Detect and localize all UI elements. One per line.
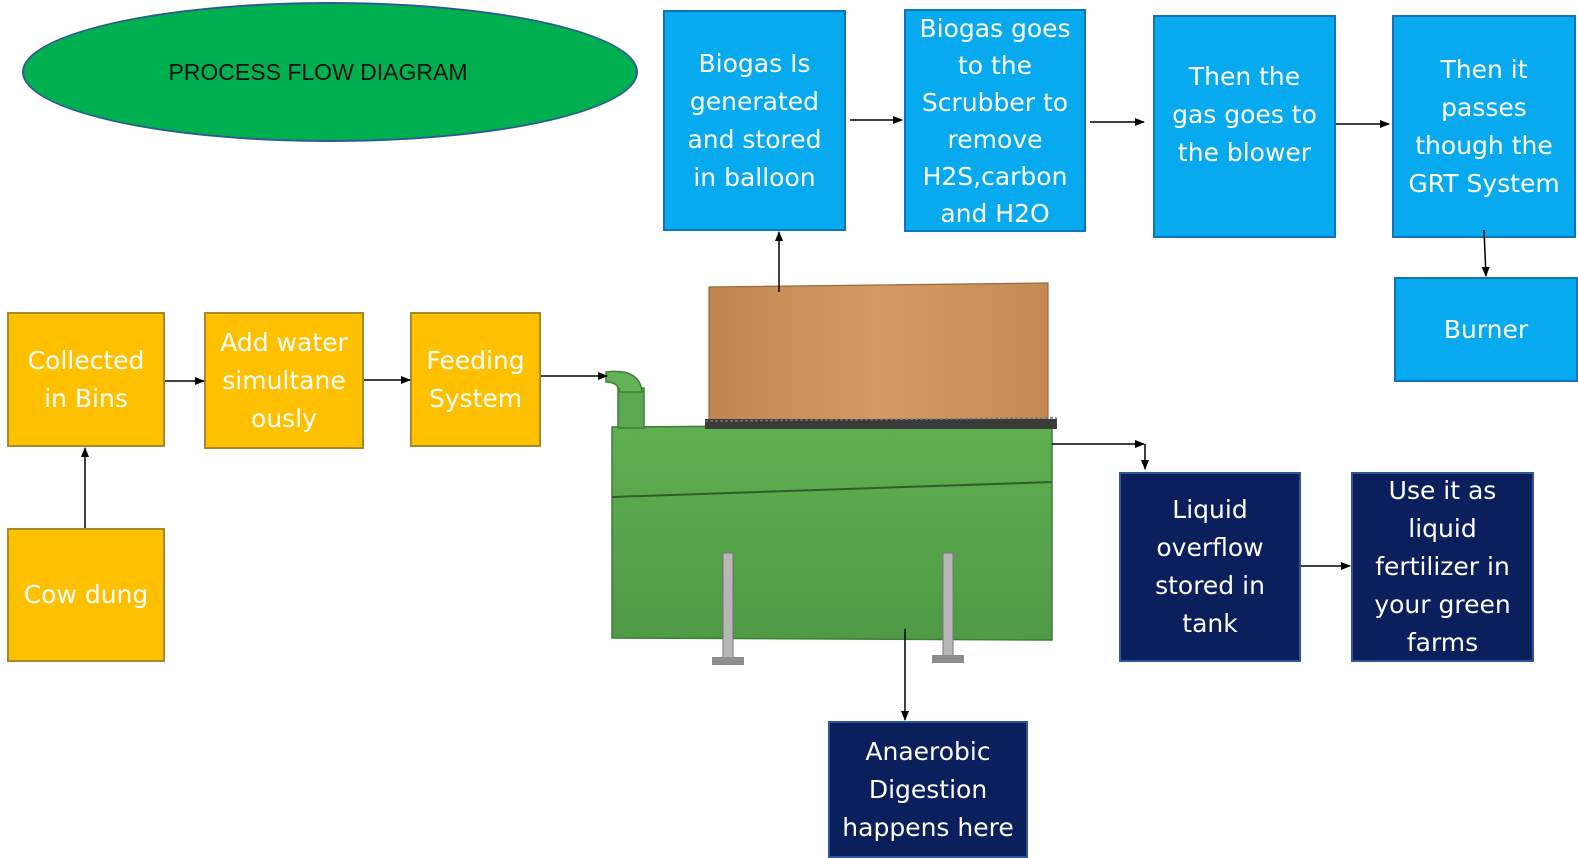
node-grt-system: Then it passes though the GRT System xyxy=(1392,15,1576,238)
node-blower: Then the gas goes to the blower xyxy=(1153,15,1336,238)
node-add-water-label: Add water simultane ously xyxy=(220,327,348,433)
gas-holder-illustration xyxy=(704,282,1058,429)
node-scrubber-label: Biogas goes to the Scrubber to remove H2… xyxy=(919,13,1071,228)
node-burner: Burner xyxy=(1394,277,1578,382)
node-collected-bins-label: Collected in Bins xyxy=(27,345,145,413)
node-collected-bins: Collected in Bins xyxy=(7,312,165,447)
connector-arrows xyxy=(81,116,1490,721)
node-biogas-generated: Biogas Is generated and stored in balloo… xyxy=(663,10,846,231)
node-burner-label: Burner xyxy=(1443,314,1529,344)
node-add-water: Add water simultane ously xyxy=(204,312,364,449)
diagram-title: PROCESS FLOW DIAGRAM xyxy=(168,58,468,85)
node-grt-system-label: Then it passes though the GRT System xyxy=(1408,54,1560,198)
title-ellipse: PROCESS FLOW DIAGRAM xyxy=(22,2,638,142)
node-feeding-system-label: Feeding System xyxy=(426,345,525,413)
node-cow-dung: Cow dung xyxy=(7,528,165,662)
node-liquid-fertilizer: Use it as liquid fertilizer in your gree… xyxy=(1351,472,1534,662)
node-biogas-generated-label: Biogas Is generated and stored in balloo… xyxy=(687,48,822,192)
node-liquid-overflow-label: Liquid overflow stored in tank xyxy=(1155,495,1265,638)
node-feeding-system: Feeding System xyxy=(410,312,541,447)
node-blower-label: Then the gas goes to the blower xyxy=(1172,61,1317,167)
node-liquid-fertilizer-label: Use it as liquid fertilizer in your gree… xyxy=(1374,476,1511,657)
node-scrubber: Biogas goes to the Scrubber to remove H2… xyxy=(904,9,1086,232)
node-anaerobic-digestion-label: Anaerobic Digestion happens here xyxy=(842,736,1014,842)
node-anaerobic-digestion: Anaerobic Digestion happens here xyxy=(828,721,1028,858)
node-liquid-overflow: Liquid overflow stored in tank xyxy=(1119,472,1301,662)
digester-tank-illustration xyxy=(605,370,1053,665)
node-cow-dung-label: Cow dung xyxy=(23,580,149,609)
